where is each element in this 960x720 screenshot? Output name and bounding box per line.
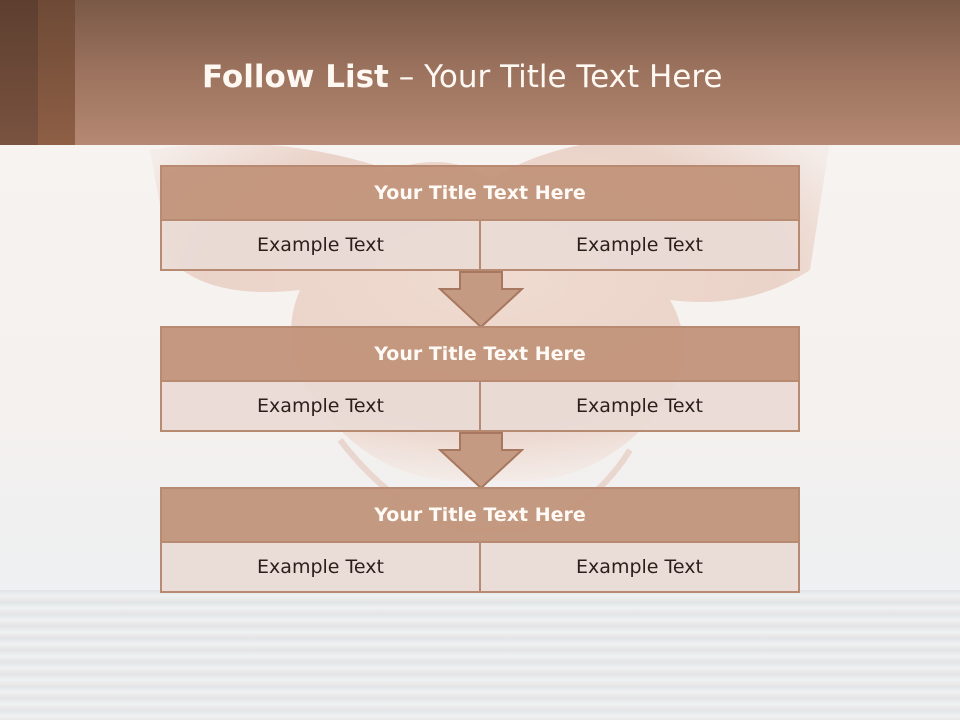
down-arrow-icon <box>438 271 524 329</box>
step-row: Example Text Example Text <box>160 221 800 271</box>
step-cell-left: Example Text <box>160 382 481 432</box>
slide-title-separator: – <box>388 59 425 95</box>
decor-stripe <box>0 0 38 145</box>
step-cell-right: Example Text <box>481 382 800 432</box>
step-cell-left: Example Text <box>160 221 481 271</box>
slide-title-bold: Follow List <box>202 59 389 95</box>
step-title: Your Title Text Here <box>160 326 800 382</box>
title-bar: Follow List – Your Title Text Here <box>0 0 960 145</box>
step-cell-left: Example Text <box>160 543 481 593</box>
step-cell-right: Example Text <box>481 221 800 271</box>
water-reflection <box>0 590 960 720</box>
step-title: Your Title Text Here <box>160 487 800 543</box>
slide-title-rest: Your Title Text Here <box>424 59 723 95</box>
decor-stripe <box>38 0 75 145</box>
down-arrow-icon <box>438 432 524 490</box>
step-row: Example Text Example Text <box>160 543 800 593</box>
step-block-3: Your Title Text Here Example Text Exampl… <box>160 487 800 593</box>
step-row: Example Text Example Text <box>160 382 800 432</box>
step-block-2: Your Title Text Here Example Text Exampl… <box>160 326 800 432</box>
step-title: Your Title Text Here <box>160 165 800 221</box>
slide-title: Follow List – Your Title Text Here <box>202 55 722 99</box>
step-block-1: Your Title Text Here Example Text Exampl… <box>160 165 800 271</box>
step-cell-right: Example Text <box>481 543 800 593</box>
